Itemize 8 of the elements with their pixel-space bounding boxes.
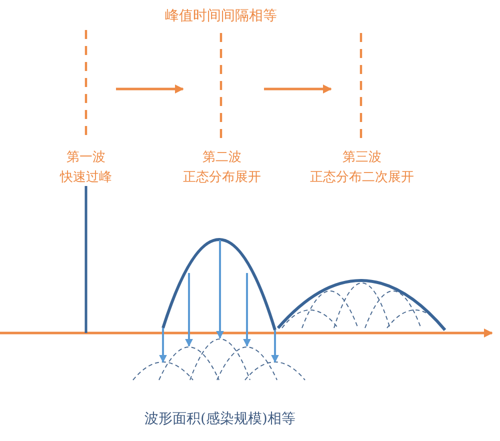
caption: 波形面积(感染规模)相等: [144, 411, 296, 427]
title: 峰值时间间隔相等: [165, 8, 277, 24]
wave-label: 第三波: [342, 150, 382, 166]
wave-label: 第二波: [202, 150, 242, 166]
wave-description: 正态分布二次展开: [310, 170, 414, 186]
wave-label: 第一波: [66, 150, 106, 166]
wave-description: 快速过峰: [60, 170, 112, 186]
wave-description: 正态分布展开: [183, 170, 261, 186]
